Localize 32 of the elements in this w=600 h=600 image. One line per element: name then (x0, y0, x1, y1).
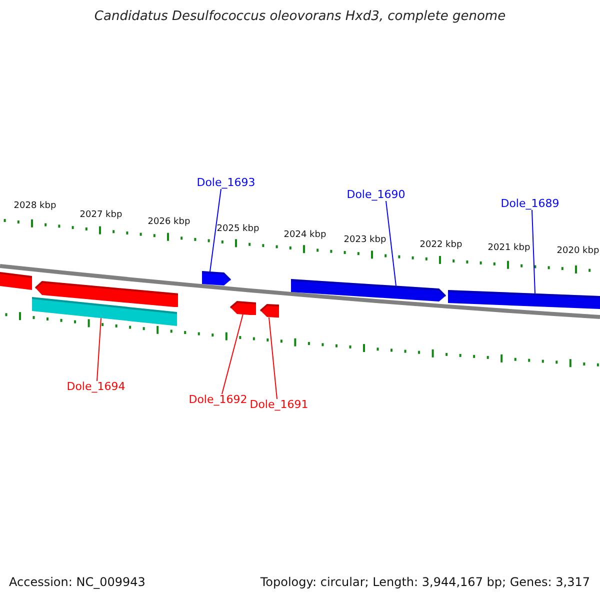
scale-label: 2021 kbp (488, 243, 530, 253)
gene-block (230, 300, 256, 315)
gene-block (260, 304, 279, 318)
gene-label: Dole_1694 (66, 381, 126, 393)
scale-label: 2023 kbp (344, 235, 386, 245)
gene-label: Dole_1691 (250, 399, 308, 411)
scale-label: 2027 kbp (80, 210, 122, 220)
leader-line (268, 316, 278, 400)
gene-block (35, 280, 178, 307)
leader-line (386, 200, 396, 286)
scale-label: 2026 kbp (148, 217, 190, 227)
scale-label: 2028 kbp (14, 201, 56, 211)
gene-label: Dole_1690 (346, 189, 406, 201)
gene-block (448, 290, 600, 309)
scale-label: 2025 kbp (216, 224, 260, 234)
leader-line (210, 188, 222, 272)
leader-line (532, 210, 536, 294)
scale-label: 2022 kbp (420, 240, 462, 250)
genome-info-text: Topology: circular; Length: 3,944,167 bp; Genes: 3,317 (260, 575, 590, 589)
gene-block (32, 297, 177, 326)
gene-label: Dole_1692 (188, 394, 248, 406)
gene-block (0, 272, 32, 290)
leader-line (222, 314, 244, 394)
scale-label: 2024 kbp (284, 230, 326, 240)
title: Candidatus Desulfococcus oleovorans Hxd3, complete genome (94, 9, 506, 24)
leader-line (96, 318, 102, 382)
accession-text: Accession: NC_009943 (9, 575, 146, 589)
gene-label: Dole_1693 (196, 177, 256, 189)
gene-block (291, 279, 446, 302)
gene-block (202, 271, 231, 286)
scale-label: 2020 kbp (556, 246, 600, 256)
gene-label: Dole_1689 (500, 198, 560, 210)
